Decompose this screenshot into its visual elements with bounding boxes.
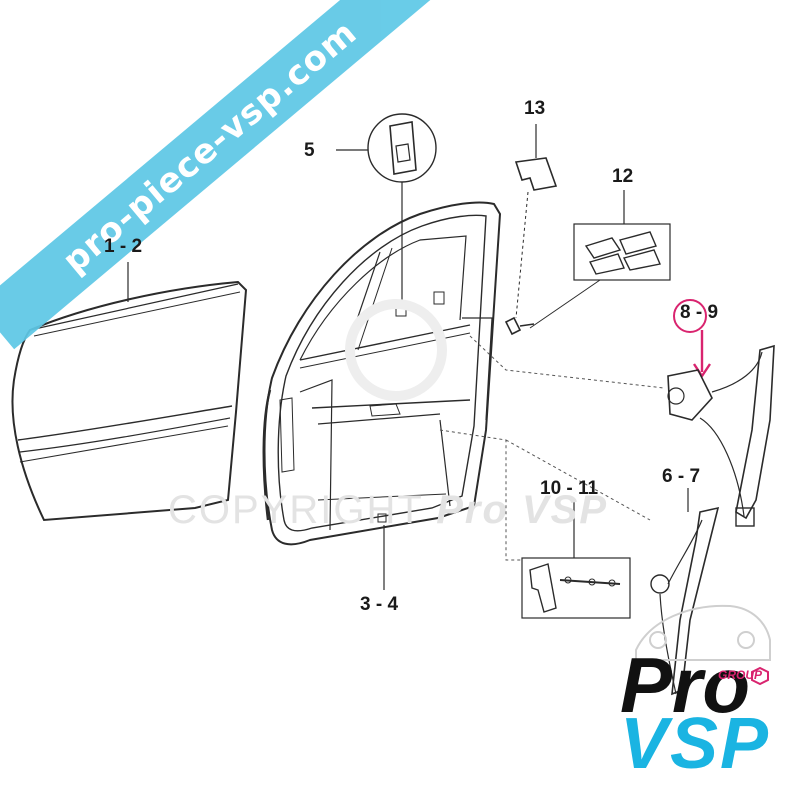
part-13-bracket — [504, 124, 558, 336]
callout-6-7: 6 - 7 — [662, 466, 701, 487]
part-10-11-bracket-kit — [521, 500, 631, 619]
part-5-clip — [336, 113, 437, 302]
logo-pro-text: Pro — [620, 641, 751, 729]
door-skin-panel — [11, 280, 248, 522]
callout-8-9: 8 - 9 — [680, 302, 719, 323]
part-8-9-regulator — [667, 299, 775, 527]
callout-3-4: 3 - 4 — [360, 594, 399, 615]
part-6-7-regulator — [650, 488, 720, 696]
watermark-emblem — [345, 299, 447, 401]
callout-12: 12 — [612, 166, 634, 187]
watermark-copyright: COPYRIGHT Pro VSP — [168, 488, 608, 533]
callout-13: 13 — [524, 98, 546, 119]
part-12-clip-kit — [529, 190, 671, 329]
callout-5: 5 — [304, 140, 315, 161]
door-frame — [262, 201, 502, 546]
copyright-text: COPYRIGHT — [168, 488, 424, 532]
logo-hexagon-icon — [751, 666, 769, 686]
callout-1-2: 1 - 2 — [104, 236, 143, 257]
copyright-brand: Pro VSP — [436, 488, 609, 532]
logo-group-text: GROUP — [718, 668, 763, 682]
callout-10-11: 10 - 11 — [540, 478, 599, 499]
dotted-guides — [439, 335, 665, 561]
logo-car-icon — [635, 604, 771, 661]
logo-vsp-text: VSP — [620, 704, 771, 784]
